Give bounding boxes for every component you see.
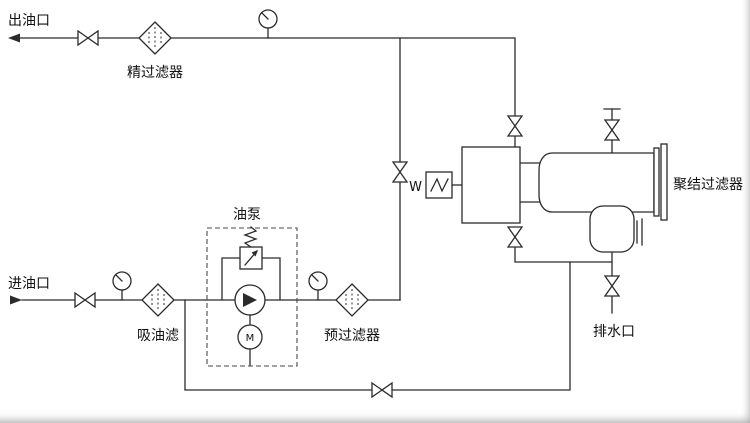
inlet-valve-icon — [74, 291, 96, 309]
relief-valve-spring-icon — [243, 226, 258, 248]
outlet-valve-icon — [77, 29, 99, 47]
valves — [74, 29, 621, 399]
pot-body — [589, 205, 635, 253]
flow-arrow-outlet-icon — [8, 33, 20, 43]
gauge-needle — [115, 274, 123, 282]
pre-filter-mesh — [345, 289, 359, 311]
pressure-gauge-outlet — [258, 9, 278, 39]
collection-pot — [589, 205, 643, 253]
pre-filter-symbol — [335, 283, 369, 317]
pump-direction-icon — [243, 293, 257, 307]
gauge-needle — [261, 12, 269, 20]
pump-symbol — [234, 284, 266, 316]
pipe-bypass-right — [261, 257, 281, 301]
drain-valve-icon — [603, 275, 621, 297]
return-line-valve-icon — [371, 381, 393, 399]
relief-valve-symbol — [239, 226, 263, 270]
motor-symbol: M — [237, 324, 263, 350]
coalescer-body — [538, 152, 655, 213]
pipe-vessel-drain-header — [514, 246, 613, 263]
label-oil-outlet: 出油口 — [8, 13, 50, 29]
gauge-needle — [311, 274, 319, 282]
suction-filter-symbol — [141, 283, 175, 317]
riser-valve-icon — [391, 161, 409, 183]
flow-arrow-inlet-icon — [10, 295, 22, 305]
label-coalescing-filter: 聚结过滤器 — [673, 177, 743, 193]
suction-filter-mesh — [151, 289, 165, 311]
motor-label: M — [246, 333, 255, 344]
label-suction-filter: 吸油滤 — [137, 328, 179, 344]
vessel-inlet-valve-icon — [506, 115, 524, 137]
label-pre-filter: 预过滤器 — [324, 328, 380, 344]
fine-filter-symbol — [138, 21, 172, 55]
pressure-gauge-pump-outlet — [308, 271, 328, 301]
coalescing-filter-vessel — [538, 143, 668, 253]
label-fine-filter: 精过滤器 — [127, 65, 183, 81]
coalescer-flange-inner — [653, 147, 660, 217]
piping — [8, 33, 621, 391]
control-spring-icon — [430, 177, 449, 193]
pipe-outlet-line — [19, 37, 516, 117]
coalescer-flange-outer — [660, 143, 668, 221]
filters — [138, 21, 369, 317]
separator-vessel — [461, 146, 521, 224]
pipe-return-line — [184, 261, 571, 391]
pressure-gauge-inlet — [112, 271, 132, 301]
fine-filter-mesh — [148, 27, 162, 49]
relief-valve-arrowhead-icon — [251, 250, 258, 257]
control-w-label: W — [409, 180, 422, 195]
vessel-outlet-valve-icon — [506, 226, 524, 248]
control-switch-symbol: W — [409, 171, 453, 199]
pipe-bypass-left — [221, 257, 241, 301]
oil-pump-unit: M — [206, 226, 298, 367]
label-oil-inlet: 进油口 — [8, 276, 50, 292]
coalescer-vent-valve-icon — [603, 119, 621, 141]
labels: 出油口 精过滤器 进油口 吸油滤 油泵 预过滤器 聚结过滤器 排水口 — [8, 13, 743, 344]
pressure-gauges — [112, 9, 328, 301]
pot-flange — [636, 218, 643, 246]
label-oil-pump: 油泵 — [233, 207, 261, 223]
label-drain-port: 排水口 — [593, 324, 635, 340]
